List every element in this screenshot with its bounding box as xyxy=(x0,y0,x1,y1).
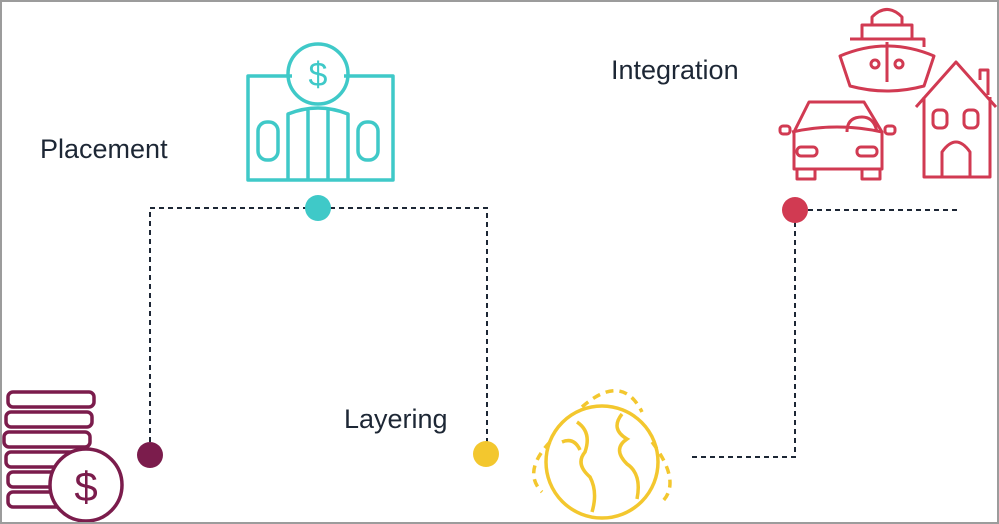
house-icon xyxy=(914,60,997,179)
integration-label: Integration xyxy=(611,55,739,85)
bank-dot xyxy=(305,195,331,221)
bank-icon xyxy=(246,42,395,182)
bank-dollar-icon: $ xyxy=(309,56,328,94)
car-icon xyxy=(778,100,897,181)
layering-dot xyxy=(473,441,499,467)
coins-icon xyxy=(2,390,124,522)
connector-lines xyxy=(149,207,960,458)
layering-integration-connector xyxy=(692,212,796,458)
integration-dot xyxy=(782,197,808,223)
placement-layering-connector xyxy=(149,207,488,442)
placement-label: Placement xyxy=(40,134,168,164)
assets-icon xyxy=(778,8,997,181)
layering-label: Layering xyxy=(344,404,448,434)
ship-icon xyxy=(838,8,936,93)
placement-dot xyxy=(137,442,163,468)
globe-icon xyxy=(532,389,672,520)
coin-dollar-icon: $ xyxy=(74,463,97,510)
